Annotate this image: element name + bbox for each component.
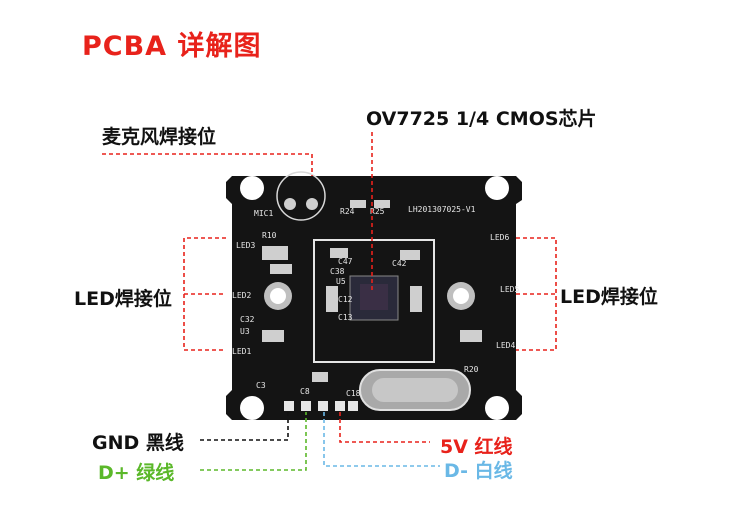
silkscreen-labels: MIC1 R24 R25 LH201307025-V1 LED3 R10 C47… <box>232 205 519 398</box>
label-dminus-wire: D- 白线 <box>444 460 513 482</box>
silk-c8: C8 <box>300 387 310 396</box>
silk-u3: U3 <box>240 327 250 336</box>
label-led-pads-right: LED焊接位 <box>560 286 658 308</box>
silk-c32: C32 <box>240 315 255 324</box>
silk-c42: C42 <box>392 259 407 268</box>
silk-r24: R24 <box>340 207 355 216</box>
silk-led1: LED1 <box>232 347 251 356</box>
silk-c3: C3 <box>256 381 266 390</box>
silk-u5: U5 <box>336 277 346 286</box>
silk-c18: C18 <box>346 389 361 398</box>
silk-r25: R25 <box>370 207 385 216</box>
callout-lines <box>102 132 557 471</box>
silk-led3: LED3 <box>236 241 255 250</box>
silk-led2: LED2 <box>232 291 251 300</box>
label-led-pads-left: LED焊接位 <box>74 288 172 310</box>
silk-led6: LED6 <box>490 233 509 242</box>
label-mic-solder-pad: 麦克风焊接位 <box>102 126 217 148</box>
silk-r10: R10 <box>262 231 277 240</box>
silk-led5: LED5 <box>500 285 519 294</box>
silk-c47: C47 <box>338 257 353 266</box>
label-cmos-sensor: OV7725 1/4 CMOS芯片 <box>366 108 597 130</box>
label-5v-wire: 5V 红线 <box>440 436 513 458</box>
silk-c12: C12 <box>338 295 353 304</box>
silk-c13: C13 <box>338 313 353 322</box>
page-title: PCBA 详解图 <box>82 31 262 62</box>
silk-r20: R20 <box>464 365 479 374</box>
label-gnd-wire: GND 黑线 <box>92 432 184 454</box>
silk-part-no: LH201307025-V1 <box>408 205 476 214</box>
silk-led4: LED4 <box>496 341 515 350</box>
silk-mic1: MIC1 <box>254 209 273 218</box>
silk-c38: C38 <box>330 267 345 276</box>
pcb-board <box>226 171 522 420</box>
label-dplus-wire: D+ 绿线 <box>98 462 175 484</box>
